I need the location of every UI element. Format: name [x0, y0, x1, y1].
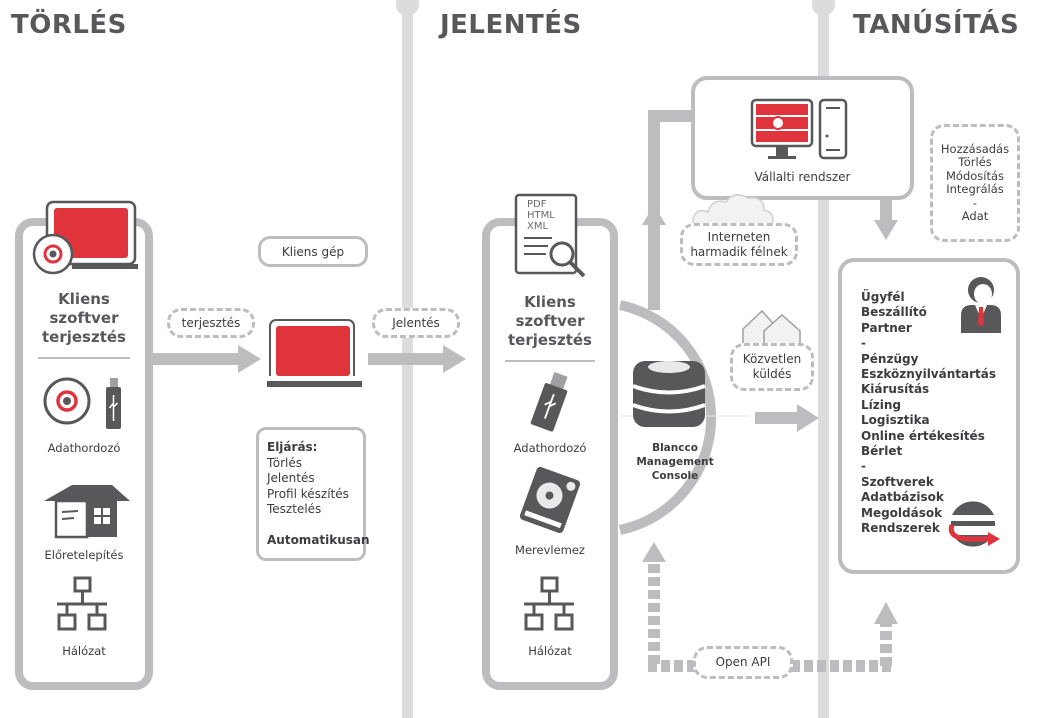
recipient-line: Logisztika — [861, 413, 930, 428]
enterprise-monitor-icon — [750, 98, 848, 160]
database-icon — [632, 361, 706, 427]
open-api-label: Open API — [693, 646, 793, 679]
recipient-line: Rendszerek — [861, 521, 940, 536]
recipient-line: Online értékesítés — [861, 428, 985, 443]
recipient-line: Beszállító — [861, 305, 927, 320]
client-software-panel-left — [15, 218, 153, 690]
doc-formats: PDF HTML XML — [527, 199, 555, 232]
title-line: szoftver — [515, 312, 585, 330]
middle-panel-title: Kliens szoftver terjesztés — [490, 293, 610, 350]
arrow-distribution — [153, 345, 261, 373]
title-line: terjesztés — [508, 331, 592, 349]
item-label: Merevlemez — [515, 543, 585, 557]
third-party-label: Interneten harmadik félnek — [680, 223, 798, 266]
recipient-line: Megoldások — [861, 505, 943, 520]
arrow-enterprise-to-certificate — [874, 200, 898, 240]
title-line: terjesztés — [42, 328, 126, 346]
direct-send-line: Közvetlen — [742, 352, 802, 366]
enterprise-system-label: Vállalti rendszer — [754, 170, 851, 184]
recipient-line: Bérlet — [861, 444, 903, 459]
procedure-footer: Automatikusan — [267, 532, 370, 547]
section-title-jelentes: JELENTÉS — [440, 10, 582, 40]
doc-format: XML — [527, 221, 549, 232]
procedure-item: Jelentés — [267, 471, 315, 485]
data-op: - — [972, 195, 978, 210]
title-line: Kliens — [58, 290, 110, 308]
doc-format: PDF — [527, 199, 547, 210]
box-windows-icon — [44, 485, 130, 539]
recipient-line: Partner — [861, 320, 912, 335]
item-label: Adathordozó — [513, 441, 587, 455]
item-label: Hálózat — [528, 644, 572, 658]
third-party-line: Interneten — [707, 229, 771, 244]
column-divider-2 — [818, 10, 829, 718]
data-op: Törlés — [958, 155, 992, 169]
network-icon — [57, 576, 107, 631]
left-panel-title: Kliens szoftver terjesztés — [23, 290, 145, 347]
person-icon — [961, 277, 1001, 333]
arrow-reporting — [368, 345, 466, 373]
recipient-line: Adatbázisok — [861, 490, 944, 505]
hard-disk-icon — [519, 466, 581, 534]
distribution-label: terjesztés — [167, 308, 255, 338]
recipient-line: Ügyfél — [861, 290, 905, 304]
recipient-line: - — [861, 459, 866, 474]
arrow-console-to-right — [755, 404, 819, 432]
divider-cap-1 — [396, 0, 419, 16]
pipe-up-to-enterprise — [642, 110, 703, 310]
disc-usb-icon — [43, 377, 121, 429]
middle-panel-separator — [505, 360, 595, 362]
data-operations-box: Hozzásadás Törlés Módosítás Integrálás -… — [930, 124, 1020, 242]
client-laptop-icon — [267, 319, 362, 387]
client-software-panel-middle — [482, 218, 618, 690]
recipient-line: Eszköznyilvántartás — [861, 367, 996, 382]
console-line: Console — [651, 470, 699, 482]
divider-cap-2 — [812, 0, 835, 16]
recipient-line: Szoftverek — [861, 474, 934, 489]
title-line: Kliens — [524, 293, 576, 311]
section-title-torles: TÖRLÉS — [11, 10, 127, 40]
recipient-line: Pénzügy — [861, 351, 919, 366]
report-document-icon — [514, 193, 586, 278]
globe-arrow-icon — [948, 501, 1000, 548]
direct-send-line: küldés — [752, 367, 792, 381]
network-icon — [524, 576, 574, 631]
console-line: Blancco — [652, 442, 698, 454]
console-label: Blancco Management Console — [630, 441, 720, 483]
doc-format: HTML — [527, 210, 555, 221]
laptop-disc-icon — [32, 200, 138, 275]
procedure-item: Törlés — [267, 455, 303, 470]
recipient-line: - — [861, 336, 866, 351]
procedure-heading: Eljárás: — [267, 440, 318, 454]
left-panel-separator — [38, 357, 130, 359]
reporting-label: Jelentés — [372, 308, 460, 338]
data-op: Adat — [961, 209, 989, 223]
section-title-tanusitas: TANÚSÍTÁS — [853, 10, 1020, 40]
client-machine-label: Kliens gép — [258, 236, 368, 267]
recipient-line: Lízing — [861, 397, 901, 412]
console-line: Management — [636, 456, 714, 468]
data-op: Integrálás — [946, 182, 1004, 196]
item-label: Előretelepítés — [44, 548, 124, 562]
procedure-item: Tesztelés — [267, 502, 322, 516]
title-line: szoftver — [49, 309, 119, 327]
item-label: Hálózat — [62, 644, 106, 658]
data-op: Módosítás — [945, 168, 1005, 183]
item-label: Adathordozó — [47, 441, 121, 455]
third-party-line: harmadik félnek — [690, 244, 788, 259]
procedure-item: Profil készítés — [267, 486, 349, 501]
cloud-icon — [692, 194, 774, 227]
recipients-list: Ügyfél Beszállító Partner - Pénzügy Eszk… — [861, 290, 996, 537]
recipient-line: Kiárusítás — [861, 382, 930, 397]
procedure-box: Eljárás: Törlés Jelentés Profil készítés… — [256, 427, 370, 561]
envelopes-icon — [742, 309, 801, 346]
direct-send-label: Közvetlen küldés — [730, 343, 814, 391]
data-op: Hozzásadás — [940, 141, 1010, 156]
usb-drive-icon — [530, 372, 568, 432]
enterprise-system-box — [691, 76, 914, 200]
